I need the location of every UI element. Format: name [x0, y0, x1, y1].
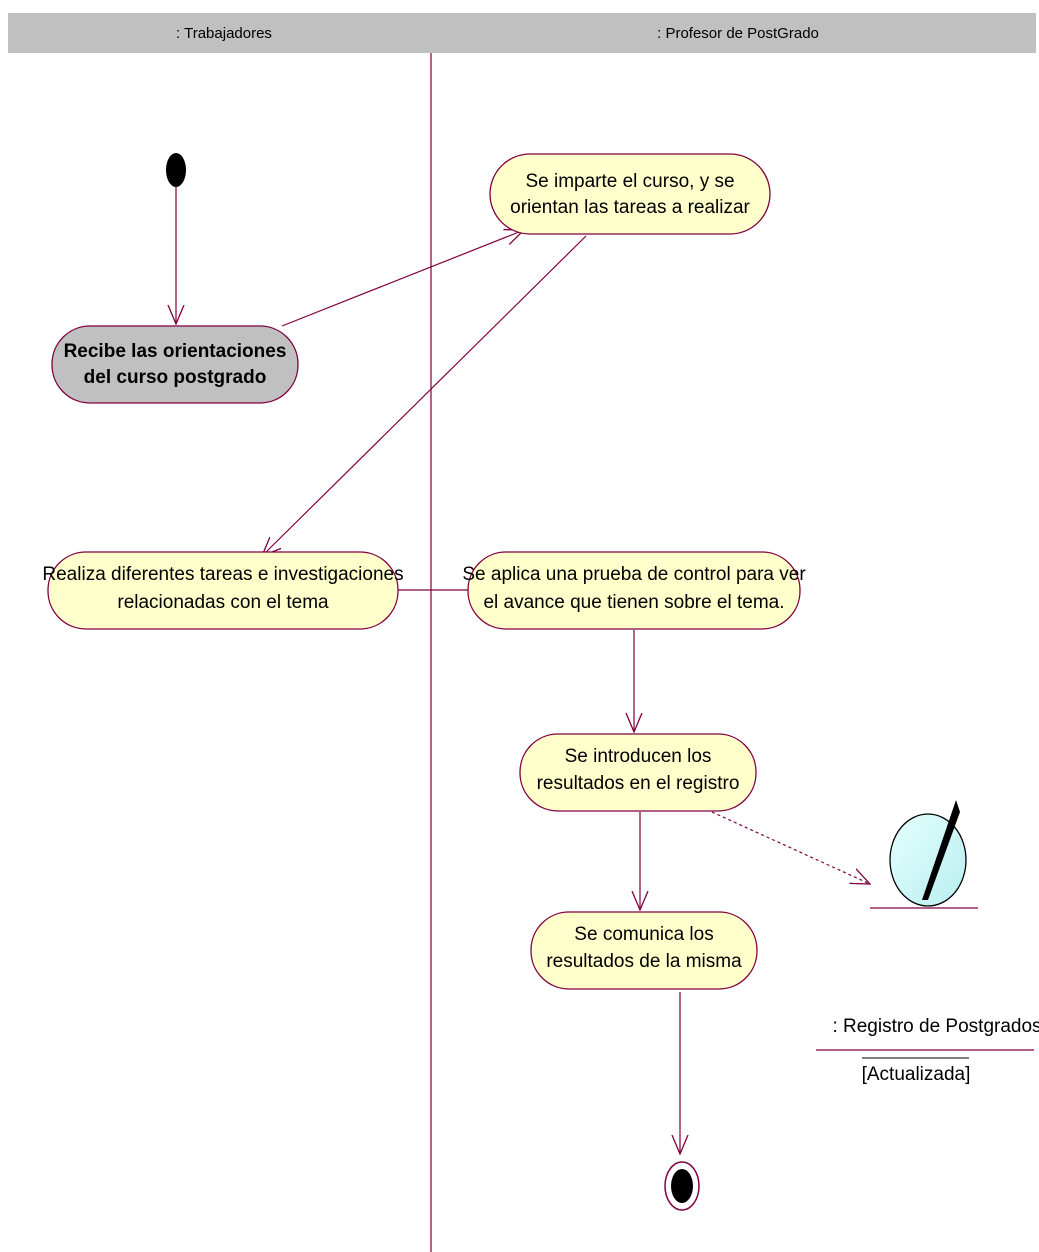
activity-label-line: relacionadas con el tema [117, 592, 329, 613]
transition-imparte-to-realiza [262, 235, 587, 556]
object-name-label: : Registro de Postgrados [832, 1016, 1039, 1037]
activity-label-line: Se comunica los [574, 924, 713, 945]
transition-recibe-to-imparte [281, 230, 524, 327]
activity-label-line: del curso postgrado [84, 367, 267, 388]
object-flow-introducen-to-registro [711, 811, 870, 884]
activity-label-line: Se aplica una prueba de control para ver [462, 564, 806, 585]
object-state-label: [Actualizada] [862, 1064, 971, 1085]
activity-label-line: orientan las tareas a realizar [510, 197, 750, 218]
activity-label-line: resultados en el registro [537, 773, 740, 794]
activity-label-line: Realiza diferentes tareas e investigacio… [42, 564, 403, 585]
swimlane-title-trabajadores: : Trabajadores [176, 25, 272, 42]
entity-icon-shadow [922, 800, 960, 900]
activity-realiza-diferentes-tareas[interactable]: Realiza diferentes tareas e investigacio… [42, 551, 404, 630]
activity-label-line: Se imparte el curso, y se [525, 171, 734, 192]
activity-se-imparte-el-curso[interactable]: Se imparte el curso, y se orientan las t… [489, 153, 771, 235]
activity-recibe-las-orientaciones[interactable]: Recibe las orientaciones del curso postg… [51, 325, 299, 404]
activity-label-line: Recibe las orientaciones [64, 341, 287, 362]
final-node [664, 1161, 700, 1211]
initial-node [166, 153, 186, 187]
activity-se-introducen-los-resultados[interactable]: Se introducen los resultados en el regis… [519, 733, 757, 812]
activity-se-aplica-una-prueba[interactable]: Se aplica una prueba de control para ver… [462, 551, 806, 630]
swimlane-header-bar [8, 13, 1036, 53]
object-registro-de-postgrados[interactable]: : Registro de Postgrados [Actualizada] [816, 800, 1039, 1085]
swimlane-title-profesor: : Profesor de PostGrado [657, 25, 819, 42]
activity-label-line: el avance que tienen sobre el tema. [483, 592, 784, 613]
activity-se-comunica-los-resultados[interactable]: Se comunica los resultados de la misma [530, 911, 758, 990]
activity-label-line: Se introducen los [565, 746, 712, 767]
activity-label-line: resultados de la misma [546, 951, 742, 972]
